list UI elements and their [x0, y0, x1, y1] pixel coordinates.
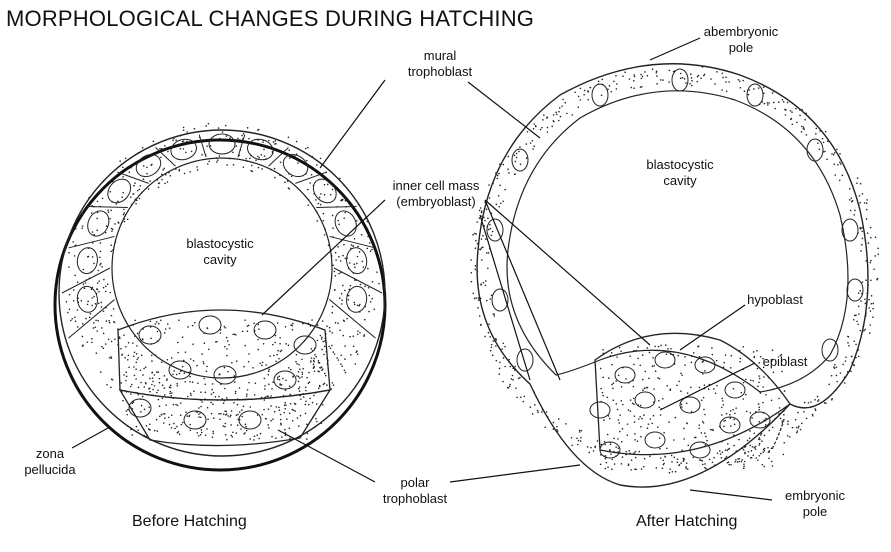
nucleus — [346, 247, 368, 275]
nucleus — [591, 83, 609, 107]
leader-zona — [71, 427, 109, 449]
nucleus — [208, 133, 236, 155]
leader-epiblast — [659, 362, 756, 411]
figure-title: MORPHOLOGICAL CHANGES DURING HATCHING — [6, 6, 535, 31]
cell-wall — [68, 299, 115, 339]
nucleus — [198, 315, 222, 335]
nucleus — [614, 366, 636, 384]
nucleus — [806, 138, 824, 162]
nucleus — [841, 218, 859, 242]
nucleus — [238, 410, 262, 430]
nucleus — [346, 285, 368, 313]
nucleus — [138, 325, 162, 345]
leader-icm-right-3 — [479, 214, 531, 381]
nucleus — [293, 335, 317, 355]
label-leader-lines — [71, 37, 773, 501]
leader-hypoblast — [679, 304, 746, 351]
nucleus — [746, 83, 764, 107]
trophoblast-inner-edge — [111, 157, 333, 379]
leader-icm-right-1 — [484, 199, 561, 381]
nucleus — [491, 288, 509, 312]
nucleus — [76, 285, 98, 313]
cell-wall — [329, 235, 376, 249]
leader-mural — [319, 79, 386, 169]
nucleus — [634, 391, 656, 409]
leader-icm-right-2 — [484, 199, 651, 346]
label-inner-cell-mass: inner cell mass(embryoblast) — [392, 178, 480, 209]
nucleus — [846, 278, 864, 302]
label-epiblast: epiblast — [762, 354, 808, 369]
leader-polar-left — [277, 429, 376, 483]
nucleus — [334, 210, 357, 237]
nucleus — [724, 381, 746, 399]
cell-wall — [117, 171, 149, 184]
trophoblast-inner-right — [506, 90, 849, 393]
cell-wall — [237, 134, 246, 158]
nucleus — [135, 154, 162, 178]
leader-mural-right — [467, 81, 541, 139]
nucleus — [312, 178, 337, 204]
nucleus — [719, 416, 741, 434]
nucleus — [671, 68, 689, 92]
nucleus — [694, 356, 716, 374]
leader-polar-right — [449, 464, 581, 483]
nucleus — [589, 401, 611, 419]
inner-cell-mass-left — [117, 309, 331, 401]
nucleus — [87, 210, 110, 237]
cell-wall — [268, 147, 289, 167]
leader-embryonic — [689, 489, 773, 501]
nucleus — [511, 148, 529, 172]
cell-wall — [155, 147, 176, 167]
cell-wall — [329, 299, 376, 339]
polar-trophoblast-row-left — [118, 389, 332, 447]
nucleus — [644, 431, 666, 449]
caption-before-hatching: Before Hatching — [132, 513, 247, 530]
nucleus — [183, 410, 207, 430]
inner-cell-mass-right — [594, 332, 791, 456]
nucleus — [168, 360, 192, 380]
cell-wall — [198, 134, 207, 158]
after-hatching-blastocyst — [470, 63, 880, 488]
nucleus — [654, 351, 676, 369]
leader-icm-left — [261, 199, 386, 316]
nucleus — [128, 398, 152, 418]
cell-wall — [295, 171, 327, 184]
nucleus — [679, 396, 701, 414]
nucleus — [107, 178, 132, 204]
caption-after-hatching: After Hatching — [636, 513, 738, 530]
nucleus — [76, 247, 98, 275]
trophoblast-outer-right — [476, 63, 869, 488]
nucleus — [253, 320, 277, 340]
nucleus — [821, 338, 839, 362]
nucleus — [170, 138, 197, 161]
nucleus — [273, 370, 297, 390]
nucleus — [749, 411, 771, 429]
nucleus — [689, 441, 711, 459]
nucleus — [486, 218, 504, 242]
label-hypoblast: hypoblast — [747, 292, 803, 307]
nucleus — [282, 154, 309, 178]
stipple-right — [470, 66, 880, 474]
nucleus — [516, 348, 534, 372]
before-hatching-blastocyst — [53, 122, 387, 472]
inner-cell-mass-cells-right — [589, 351, 771, 459]
trophoblast-cells-right — [486, 68, 864, 372]
nucleus — [213, 365, 237, 385]
trophoblast-outer-edge — [58, 129, 386, 457]
cell-wall — [333, 267, 383, 294]
leader-abembryonic — [649, 37, 701, 61]
stipple-left — [65, 122, 380, 441]
